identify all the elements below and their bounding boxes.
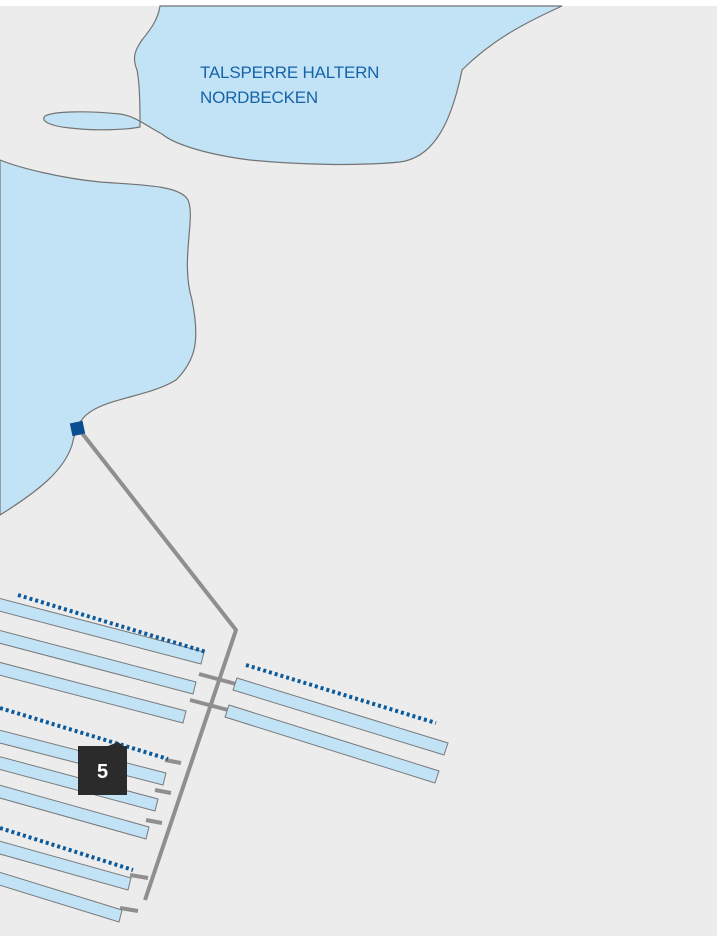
lake-label-line2: NORDBECKEN	[200, 88, 318, 107]
basin-strip	[0, 784, 150, 840]
basin-strip	[0, 597, 205, 665]
basin-strip	[0, 871, 123, 923]
top-frame	[0, 0, 721, 6]
well-gallery-line	[17, 593, 207, 654]
basin-strip	[0, 629, 197, 695]
pipe-branch	[189, 698, 229, 712]
pipe-branch	[129, 873, 149, 880]
lake-label-line1: TALSPERRE HALTERN	[200, 63, 379, 82]
pipe-branches	[119, 672, 237, 913]
pipe-branch	[145, 818, 163, 825]
infiltration-basins	[0, 597, 449, 923]
pipe-branch	[198, 672, 237, 686]
basin-strip	[0, 840, 132, 891]
basin-strip	[224, 704, 440, 784]
marker-number: 5	[97, 761, 108, 783]
basin-strip	[232, 677, 449, 756]
well-gallery-line	[0, 826, 134, 872]
lake-north-basin	[43, 5, 563, 166]
marker-callout: 5	[78, 742, 127, 795]
bottom-frame	[0, 936, 721, 942]
well-gallery-line	[0, 706, 169, 761]
pipe-branch	[154, 788, 172, 795]
right-frame	[717, 0, 721, 942]
marker-box	[78, 746, 127, 795]
basin-strip	[0, 661, 187, 724]
intake-point-icon	[69, 420, 86, 437]
transfer-pipe	[76, 426, 238, 901]
pipe-branch	[164, 758, 182, 765]
pipe-branch	[119, 906, 139, 913]
lake-west-basin	[0, 159, 197, 516]
well-gallery-lines	[0, 593, 437, 872]
